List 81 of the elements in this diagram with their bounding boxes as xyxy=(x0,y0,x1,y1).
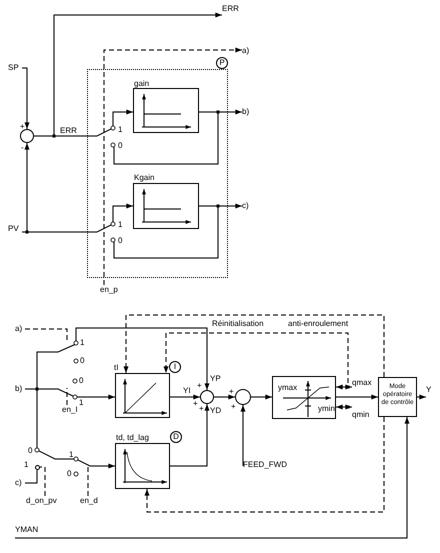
signal-label: YD xyxy=(210,406,222,416)
signal-label: 1 xyxy=(118,125,122,135)
signal-label: qmax xyxy=(352,378,374,388)
signal-label: a) xyxy=(15,324,25,334)
signal-line xyxy=(24,469,38,484)
signal-label: + xyxy=(231,402,236,412)
signal-label: c) xyxy=(15,478,25,488)
signal-label: + xyxy=(193,399,198,409)
signal-arrow xyxy=(24,388,116,468)
axis-label: ymin xyxy=(318,404,335,414)
signal-label: YP xyxy=(210,374,221,384)
dashed-arrow xyxy=(104,48,242,286)
circled-letter: D xyxy=(170,431,182,443)
signal-label: a) xyxy=(242,46,252,56)
signal-label: b) xyxy=(15,384,25,394)
axis-label: ymax xyxy=(278,383,298,393)
signal-arrow xyxy=(336,404,352,410)
circled-letter: I xyxy=(169,361,181,373)
signal-label: SP xyxy=(8,63,22,73)
signal-label: + xyxy=(229,387,234,397)
signal-label: 1 xyxy=(24,460,28,470)
signal-label: FEED_FWD xyxy=(243,460,291,470)
signal-label: c) xyxy=(242,201,252,211)
signal-label: 0 xyxy=(118,141,122,151)
signal-arrow xyxy=(198,110,242,114)
summing-junction xyxy=(20,129,34,143)
signal-arrow xyxy=(250,394,272,400)
signal-label: 1 xyxy=(80,338,84,348)
signal-label: + xyxy=(199,404,204,414)
signal-arrow xyxy=(214,394,236,400)
signal-label: anti-enroulement xyxy=(288,319,348,329)
signal-arrow xyxy=(336,384,352,390)
signal-arrow xyxy=(240,404,246,466)
signal-label: ERR xyxy=(60,126,77,136)
signal-arrow xyxy=(336,394,378,400)
block-title: Kgain xyxy=(134,173,154,183)
signal-label: + xyxy=(20,122,25,132)
signal-label: 1 xyxy=(79,398,84,408)
summing-junction xyxy=(235,389,251,405)
signal-arrow xyxy=(22,204,134,232)
signal-label: en_d xyxy=(80,496,102,506)
signal-arrow xyxy=(34,110,134,136)
dashed-line xyxy=(66,388,68,406)
signal-arrow xyxy=(170,394,200,400)
function-block xyxy=(272,376,336,419)
signal-label: 1 xyxy=(118,220,122,230)
signal-label: qmin xyxy=(352,404,374,418)
signal-arrow xyxy=(14,416,410,538)
block-title: gain xyxy=(134,79,150,89)
signal-label: YI xyxy=(183,386,191,396)
signal-label: d_on_pv xyxy=(26,496,60,506)
signal-label: 0 xyxy=(67,469,72,479)
signal-label: 1 xyxy=(69,450,74,460)
signal-label: + xyxy=(197,381,202,391)
signal-label: 0 xyxy=(28,446,32,456)
summing-junction xyxy=(200,390,214,404)
signal-arrow xyxy=(22,68,30,130)
signal-label: b) xyxy=(242,107,252,117)
signal-label: en_p xyxy=(100,285,120,295)
switch-contact xyxy=(35,465,40,470)
signal-label: PV xyxy=(8,224,22,234)
dashed-arrow xyxy=(124,314,384,378)
signal-label: 0 xyxy=(79,376,84,386)
signal-label: - xyxy=(21,143,24,153)
signal-arrow xyxy=(416,394,426,400)
dashed-arrow xyxy=(144,416,384,512)
dashed-line xyxy=(39,466,46,496)
signal-label: 0 xyxy=(118,236,122,246)
block-title: tI xyxy=(114,363,118,373)
signal-label: en_I xyxy=(62,405,82,415)
block-title: td, td_lag xyxy=(116,433,149,443)
signal-arrow xyxy=(22,142,30,232)
circled-letter: P xyxy=(216,57,228,69)
signal-label: Y xyxy=(426,385,434,398)
signal-label: YMAN xyxy=(15,525,49,539)
signal-arrow xyxy=(170,404,210,466)
signal-label: ERR xyxy=(222,4,242,17)
function-block xyxy=(378,377,417,417)
signal-arrow xyxy=(198,204,242,208)
signal-label: Réinitialisation xyxy=(212,319,264,329)
signal-label: 0 xyxy=(80,356,84,366)
